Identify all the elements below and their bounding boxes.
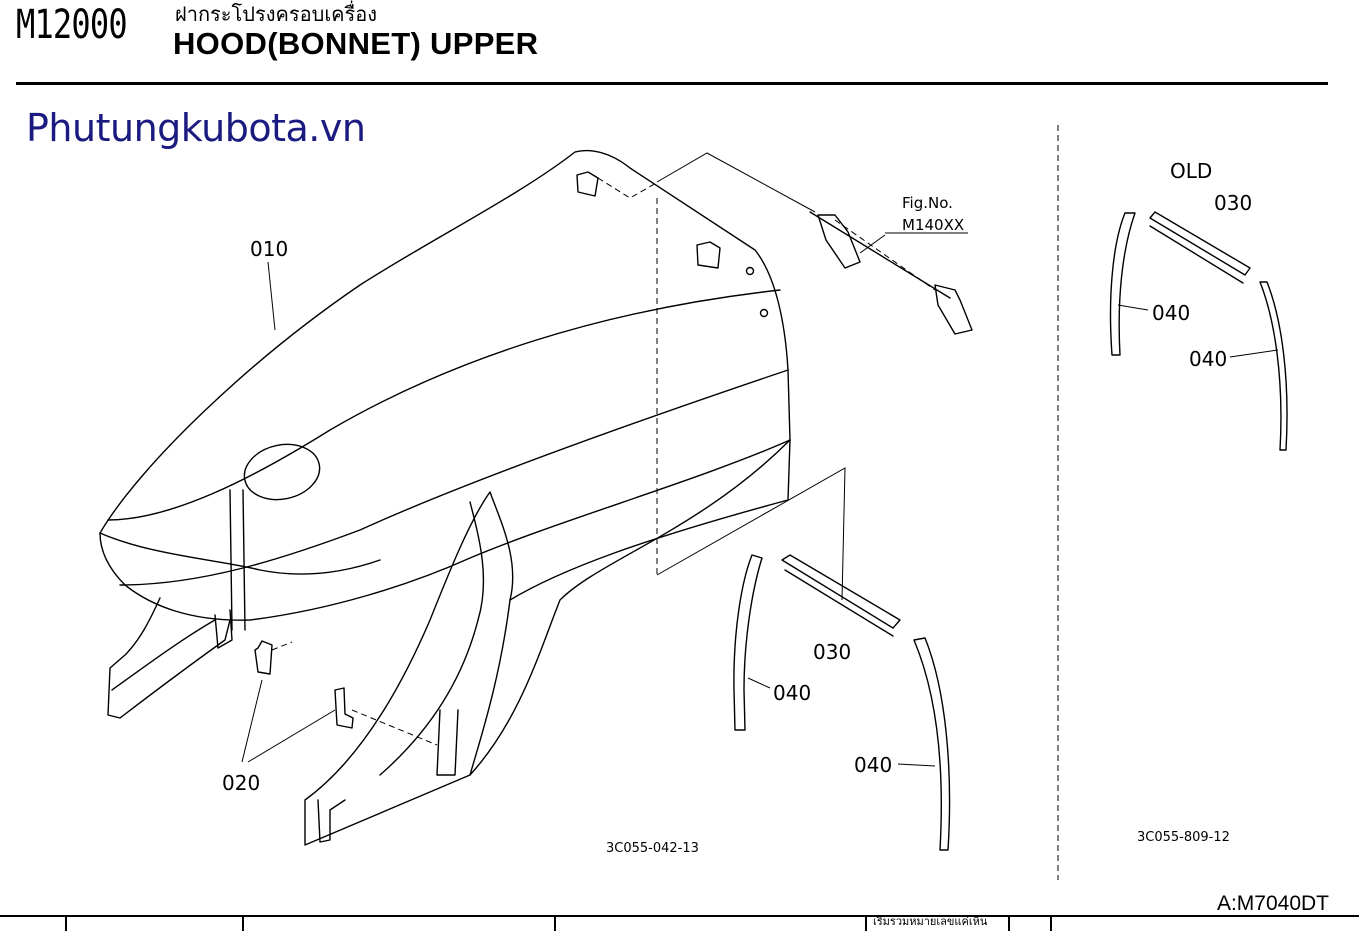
table-header-thai: เริ่มรวมหมายเลขแค่เห็น xyxy=(873,917,988,928)
old-weatherstrip-040 xyxy=(1259,281,1288,451)
callout-040-old: 040 xyxy=(1152,301,1190,325)
weatherstrip-030 xyxy=(784,569,894,637)
old-weatherstrip-040 xyxy=(1109,212,1136,356)
left-bracket xyxy=(214,609,233,649)
table-divider xyxy=(865,917,867,931)
table-divider xyxy=(65,917,67,931)
latch-bracket xyxy=(696,241,721,269)
table-top-rule xyxy=(0,915,1359,917)
watermark: Phutungkubota.vn xyxy=(26,106,366,150)
old-weatherstrip-030 xyxy=(1149,211,1251,276)
hood-shell xyxy=(99,149,791,621)
hood-side-panel xyxy=(509,439,791,601)
latch-bracket xyxy=(576,171,599,197)
hood-lip xyxy=(99,532,381,575)
callout-040: 040 xyxy=(773,681,811,705)
model-label: A:M7040DT xyxy=(1216,892,1329,915)
seal-strip xyxy=(229,489,233,631)
hood-side-panel xyxy=(304,491,514,846)
weatherstrip-040 xyxy=(733,554,763,731)
table-divider xyxy=(1008,917,1010,931)
hood-side-panel xyxy=(469,439,791,776)
seal-strip xyxy=(242,489,246,631)
callout-040-old: 040 xyxy=(1189,347,1227,371)
hinge-bracket xyxy=(817,214,861,269)
callout-030: 030 xyxy=(813,640,851,664)
hood-bracket xyxy=(317,799,346,843)
table-divider xyxy=(242,917,244,931)
table-divider xyxy=(1050,917,1052,931)
table-divider xyxy=(554,917,556,931)
header-rule xyxy=(16,82,1328,85)
hood-crease xyxy=(119,369,789,586)
drawing-number-main: 3C055-042-13 xyxy=(606,841,699,856)
drawing-number-old: 3C055-809-12 xyxy=(1137,830,1230,845)
model-code: M12000 xyxy=(16,2,128,48)
hinge-bracket xyxy=(934,284,973,335)
fig-ref-number: M140XX xyxy=(902,216,964,234)
old-weatherstrip-030 xyxy=(1149,225,1244,284)
hood-bracket xyxy=(436,709,459,776)
fig-ref-label: Fig.No. xyxy=(902,194,953,212)
callout-010: 010 xyxy=(250,237,288,261)
page-title-thai: ฝากระโปรงครอบเครื่อง xyxy=(175,2,378,26)
weatherstrip-030 xyxy=(781,554,901,629)
weatherstrip-040 xyxy=(913,637,951,851)
old-label: OLD xyxy=(1170,159,1212,183)
callout-040: 040 xyxy=(854,753,892,777)
hood-side-panel xyxy=(379,501,485,776)
left-bracket xyxy=(111,619,216,691)
clip-part-020 xyxy=(254,640,273,675)
fuel-cap xyxy=(243,443,321,501)
page-title: HOOD(BONNET) UPPER xyxy=(173,26,539,61)
left-bracket xyxy=(107,597,231,719)
clip-part-020 xyxy=(334,687,354,729)
callout-030-old: 030 xyxy=(1214,191,1252,215)
hood-crease xyxy=(107,289,781,521)
callout-020: 020 xyxy=(222,771,260,795)
